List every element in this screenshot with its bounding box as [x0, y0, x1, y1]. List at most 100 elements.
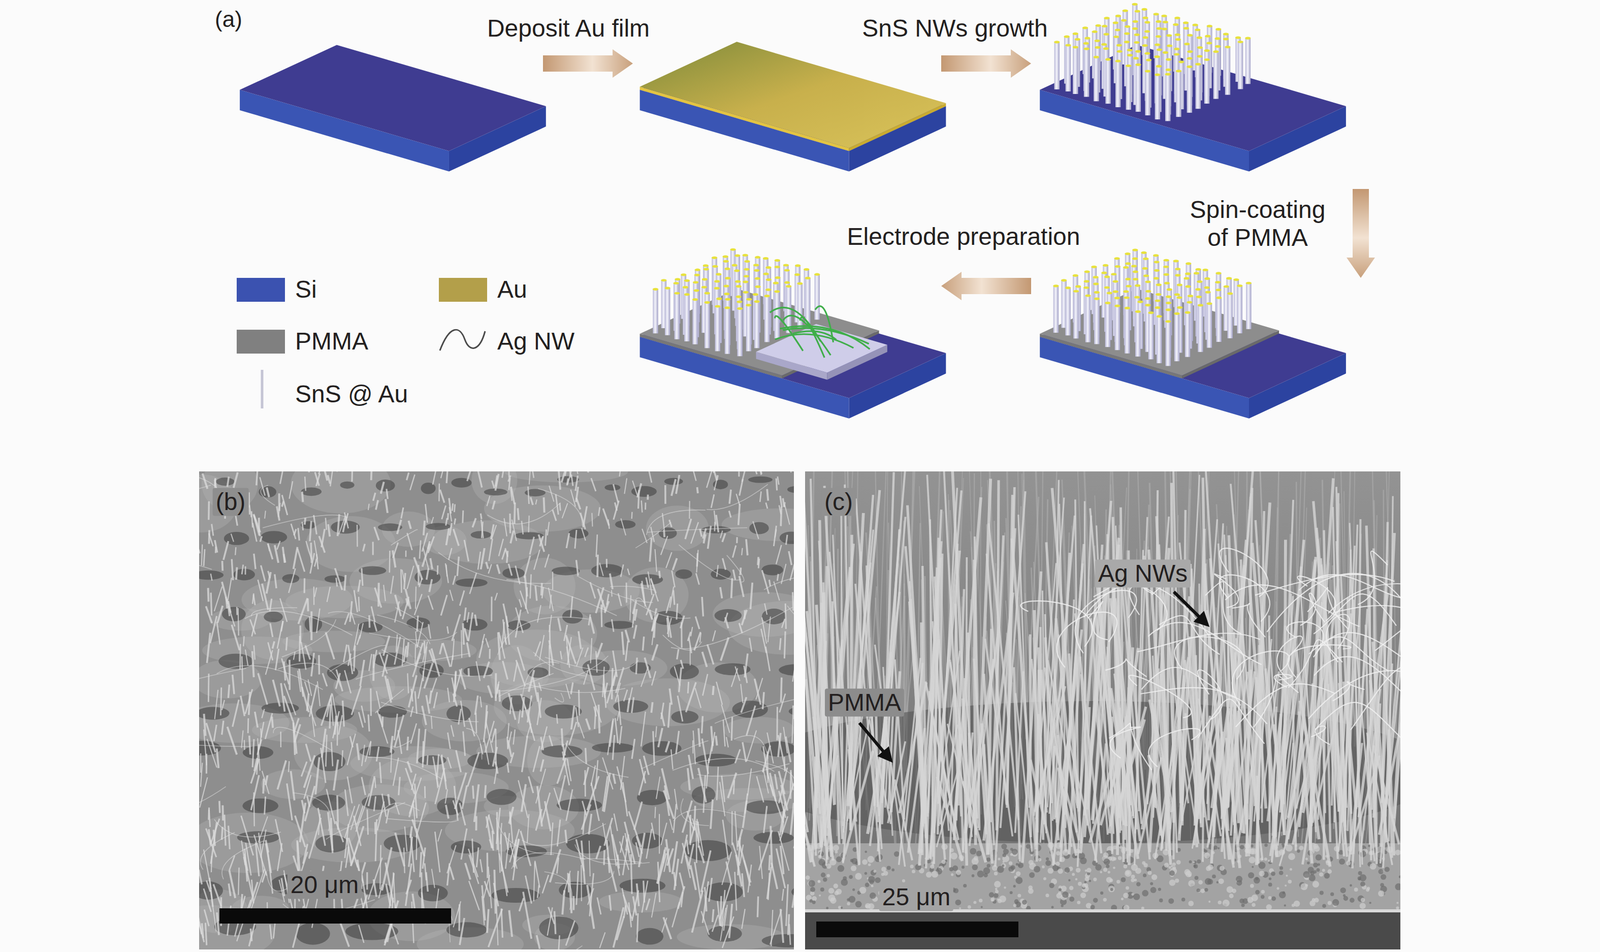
au-tip: [1091, 265, 1097, 269]
au-tip: [701, 277, 708, 281]
sem-nanowire: [781, 618, 785, 628]
au-tip: [1195, 62, 1201, 66]
sns-nanowire: [805, 277, 811, 324]
sem-nanowire: [379, 845, 381, 890]
sem-nanowire: [481, 521, 483, 539]
au-tip: [1113, 35, 1119, 39]
au-tip: [1091, 30, 1098, 34]
au-tip: [1197, 46, 1203, 49]
sem-nanowire: [776, 848, 786, 888]
au-tip: [765, 266, 772, 269]
sem-nanowire: [701, 738, 709, 775]
sem-nanowire: [325, 632, 335, 660]
au-tip: [1112, 21, 1119, 24]
sem-nanowire: [754, 678, 761, 705]
sem-nanowire: [330, 695, 334, 726]
sem-nanowire: [741, 696, 747, 713]
sem-nanowire: [289, 481, 293, 499]
sem-nanowire: [586, 718, 590, 730]
au-tip: [1122, 9, 1129, 13]
au-tip: [1161, 27, 1168, 30]
sem-nanowire: [221, 720, 224, 735]
au-tip: [1144, 280, 1151, 283]
au-tip: [1154, 73, 1161, 76]
sem-nanowire: [480, 513, 482, 520]
au-tip: [1052, 284, 1059, 287]
au-tip: [724, 306, 730, 309]
sem-nanowire: [617, 711, 620, 721]
au-tip: [1185, 284, 1191, 288]
au-tip: [684, 279, 690, 282]
au-tip: [1142, 44, 1148, 47]
sem-nanowire: [757, 896, 758, 918]
au-tip: [765, 288, 772, 292]
sns-nanowire-array: [1052, 248, 1252, 366]
au-tip: [1165, 301, 1172, 305]
au-tip: [783, 263, 789, 267]
sem-nanowire: [368, 503, 370, 510]
au-tip: [1172, 23, 1179, 26]
au-tip: [652, 288, 659, 291]
sem-image: [199, 471, 794, 950]
sns-nanowire-array: [1053, 3, 1251, 122]
au-tip: [1142, 267, 1148, 270]
sem-nanowire: [395, 832, 405, 867]
sem-nanowire: [288, 659, 291, 690]
sem-nanowire: [252, 651, 254, 678]
au-tip: [742, 253, 749, 257]
sem-nanowire: [731, 811, 733, 846]
sem-pit: [324, 574, 346, 583]
sem-nanowire: [463, 731, 466, 756]
sem-nanowire: [502, 471, 504, 478]
au-tip: [723, 292, 730, 296]
au-tip: [1124, 306, 1131, 310]
sem-nanowire: [346, 837, 352, 866]
au-tip: [735, 295, 742, 298]
sem-nanowire: [618, 694, 622, 726]
au-tip: [1175, 69, 1182, 73]
sem-nanowire: [740, 683, 743, 703]
au-tip: [1145, 290, 1151, 293]
sem-nanowire: [674, 872, 676, 886]
sem-nanowire: [746, 538, 748, 556]
sem-nanowire: [283, 661, 286, 681]
sem-nanowire: [502, 660, 508, 680]
au-tip: [723, 284, 729, 287]
sem-nanowire: [507, 762, 509, 773]
sem-pit: [242, 798, 279, 814]
au-tip: [1124, 25, 1131, 28]
sem-nanowire: [570, 596, 573, 618]
au-tip: [702, 264, 709, 267]
au-tip: [1162, 20, 1169, 24]
sem-nanowire: [514, 502, 516, 524]
sem-nanowire: [665, 741, 670, 753]
sem-nanowire: [661, 917, 667, 933]
au-tip: [1173, 312, 1180, 315]
sem-nanowire: [569, 721, 577, 745]
au-tip: [1094, 297, 1100, 300]
au-tip: [1154, 43, 1161, 47]
sem-nanowire: [274, 573, 277, 589]
sem-nanowire: [358, 579, 361, 592]
au-tip: [1125, 284, 1132, 288]
au-tip: [680, 273, 687, 276]
sns-nanowire: [1213, 51, 1219, 100]
sem-pit: [470, 530, 492, 539]
sns-nanowire: [1083, 48, 1090, 97]
sem-nanowire: [446, 626, 448, 634]
sem-nanowire: [318, 535, 325, 553]
sem-nanowire: [731, 716, 732, 741]
sem-nanowire: [263, 778, 264, 794]
sem-nanowire: [374, 587, 382, 608]
sns-nanowire: [1072, 47, 1078, 94]
sem-nanowire: [350, 825, 364, 867]
sem-nanowire: [495, 475, 498, 487]
sem-nanowire: [689, 843, 694, 866]
sem-nanowire: [596, 845, 601, 859]
sem-nanowire: [525, 875, 532, 904]
sem-nanowire: [506, 550, 508, 563]
sem-pit: [358, 566, 387, 575]
au-tip: [1214, 45, 1221, 48]
sem-nanowire: [719, 882, 731, 920]
sem-nanowire: [266, 487, 270, 498]
